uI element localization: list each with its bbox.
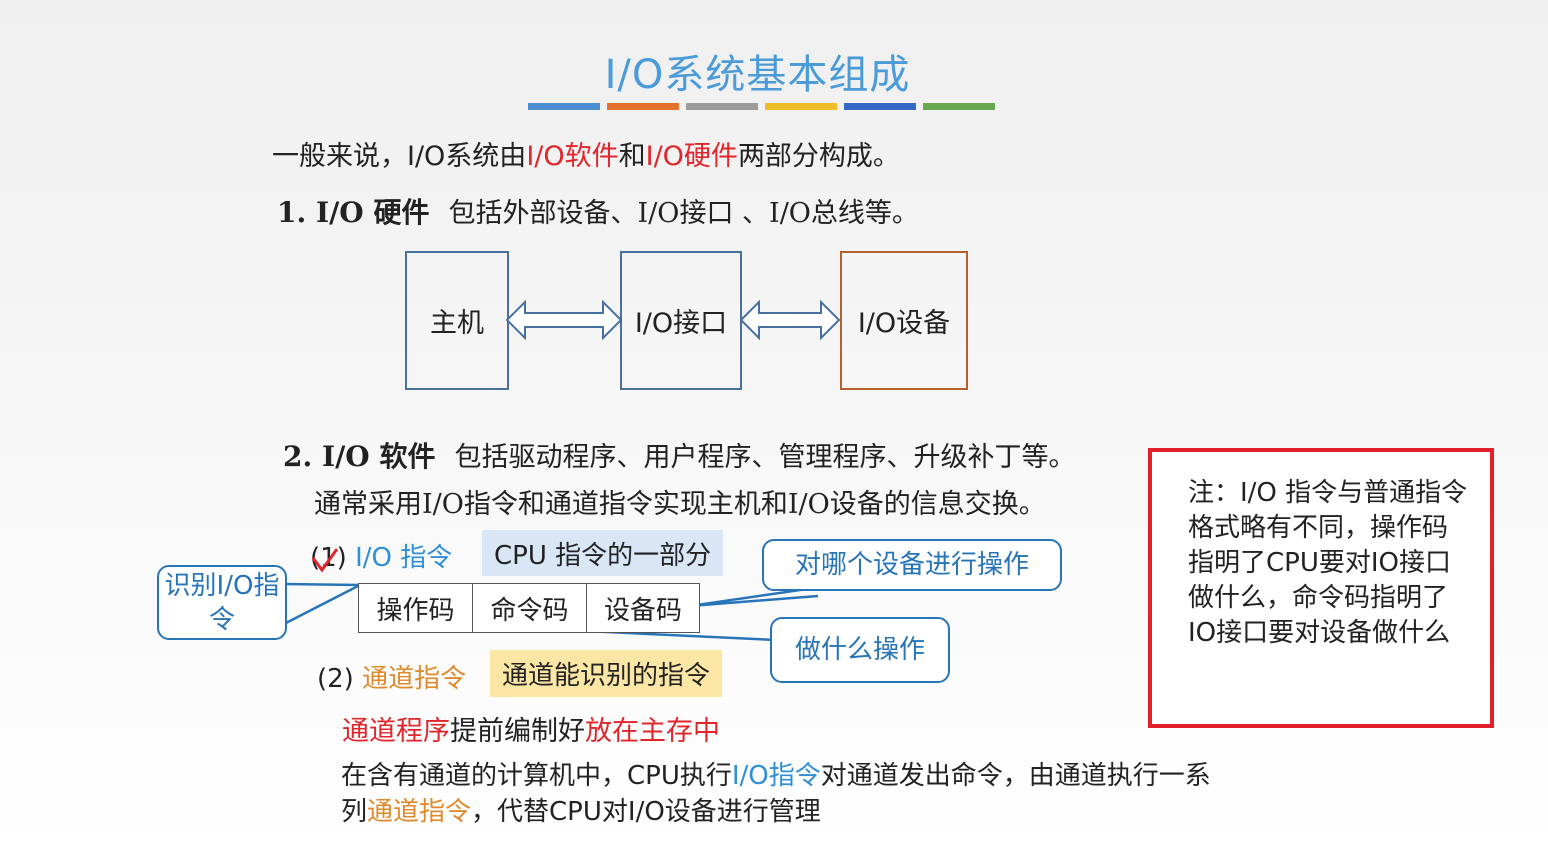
channel-program-text: 通道程序 <box>342 716 450 747</box>
callout-identify-io: 识别I/O指令 <box>157 565 287 640</box>
double-arrow-host-interface <box>505 299 623 341</box>
format-device-code: 设备码 <box>603 595 682 626</box>
section-software: 2. I/O 软件 包括驱动程序、用户程序、管理程序、升级补丁等。 <box>283 435 1076 475</box>
io-instruction-label: (1) I/O 指令 <box>310 537 452 574</box>
title-bar-segment <box>765 103 837 110</box>
title-bar-segment <box>528 103 600 110</box>
callout-what-operation: 做什么操作 <box>770 617 950 683</box>
callout-which-device: 对哪个设备进行操作 <box>762 539 1062 591</box>
intro-part: 一般来说，I/O系统由 <box>272 141 527 172</box>
bottom-line-1: 在含有通道的计算机中，CPU执行I/O指令对通道发出命令，由通道执行一系 <box>341 755 1211 792</box>
intro-part: 两部分构成。 <box>737 141 900 172</box>
double-arrow-interface-device <box>739 299 841 341</box>
io-instruction-text: I/O 指令 <box>355 543 453 573</box>
section-software-desc: 包括驱动程序、用户程序、管理程序、升级补丁等。 <box>454 442 1076 473</box>
channel-program-line: 通道程序提前编制好放在主存中 <box>342 709 720 748</box>
intro-part: 和 <box>618 141 646 172</box>
section-hardware: 1. I/O 硬件 包括外部设备、I/O接口 、I/O总线等。 <box>277 191 919 231</box>
channel-program-part: 提前编制好 <box>450 716 585 747</box>
section-software-line2: 通常采用I/O指令和通道指令实现主机和I/O设备的信息交换。 <box>314 489 1046 520</box>
cpu-instruction-highlight: CPU 指令的一部分 <box>482 530 724 576</box>
channel-instruction-label: (2) 通道指令 <box>317 658 466 695</box>
bottom-channel-instruction: 通道指令 <box>367 797 472 827</box>
title-bar-segment <box>607 103 679 110</box>
format-command-code: 命令码 <box>473 584 587 632</box>
intro-io-software: I/O软件 <box>526 141 619 172</box>
bottom-part: ，代替CPU对I/O设备进行管理 <box>471 797 821 827</box>
io-instruction-number: (1) <box>310 543 347 573</box>
channel-program-main-memory: 放在主存中 <box>585 716 720 747</box>
channel-instruction-text: 通道指令 <box>362 664 467 694</box>
bottom-part: 列 <box>341 797 368 827</box>
bottom-line-2: 列通道指令，代替CPU对I/O设备进行管理 <box>341 791 821 828</box>
channel-instruction-number: (2) <box>317 664 354 694</box>
section-software-heading: 2. I/O 软件 <box>283 440 436 473</box>
title-bar-segment <box>686 103 758 110</box>
title-bar-segment <box>923 103 995 110</box>
intro-text: 一般来说，I/O系统由I/O软件和I/O硬件两部分构成。 <box>272 134 900 173</box>
title-bar-segment <box>844 103 916 110</box>
bottom-part: 对通道发出命令，由通道执行一系 <box>820 761 1211 791</box>
page-title: I/O系统基本组成 <box>604 52 911 98</box>
io-device-box: I/O设备 <box>840 251 968 390</box>
note-text: 注：I/O 指令与普通指令格式略有不同，操作码指明了CPU要对IO接口做什么，命… <box>1188 478 1468 648</box>
red-check-mark <box>311 548 339 573</box>
section-hardware-desc: 包括外部设备、I/O接口 、I/O总线等。 <box>448 198 919 229</box>
channel-instruction-highlight: 通道能识别的指令 <box>490 650 723 697</box>
section-hardware-heading: 1. I/O 硬件 <box>277 196 430 229</box>
note-box: 注：I/O 指令与普通指令格式略有不同，操作码指明了CPU要对IO接口做什么，命… <box>1148 448 1494 728</box>
bottom-part: 在含有通道的计算机中，CPU执行 <box>341 761 732 791</box>
instruction-format-table: 操作码 命令码 设备码 <box>358 583 700 633</box>
intro-io-hardware: I/O硬件 <box>645 141 738 172</box>
format-opcode: 操作码 <box>359 584 473 632</box>
bottom-io-instruction: I/O指令 <box>731 761 821 791</box>
